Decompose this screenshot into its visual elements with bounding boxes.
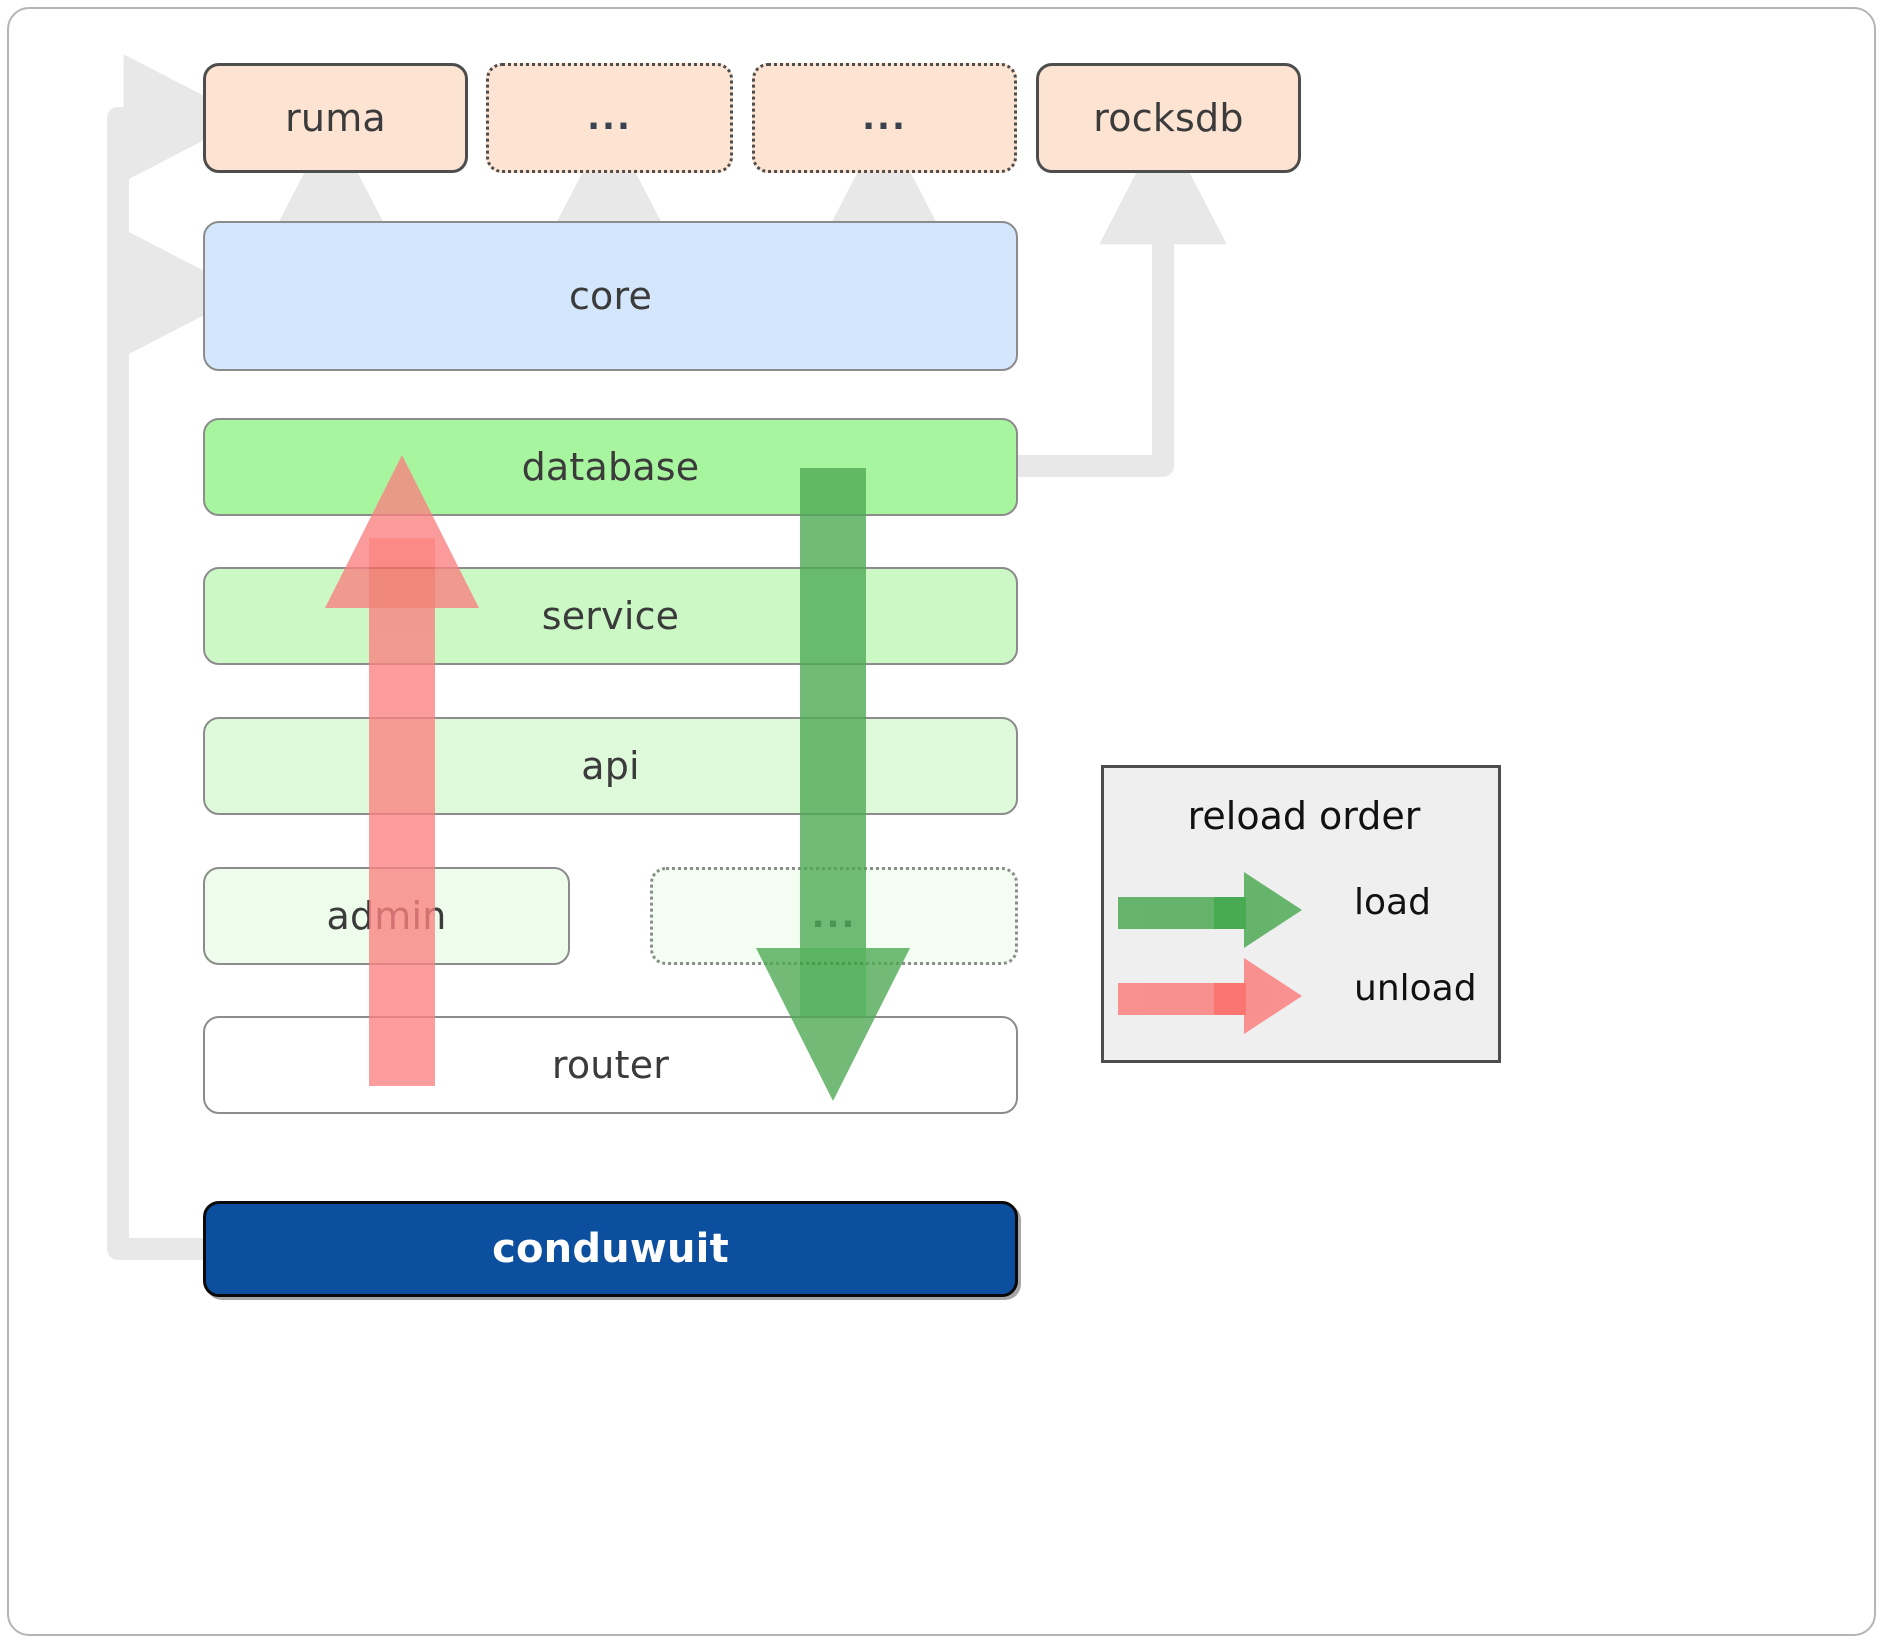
layer-label-api: api: [581, 744, 640, 788]
legend-item-unload: unload: [1104, 958, 1504, 1034]
layer-label-service: service: [541, 594, 680, 638]
crate-box-more-1[interactable]: ...: [486, 63, 733, 173]
layer-box-router[interactable]: router: [203, 1016, 1018, 1114]
binary-label-conduwuit: conduwuit: [492, 1226, 729, 1272]
legend-label-load: load: [1354, 882, 1431, 923]
crate-label-ruma: ruma: [285, 96, 386, 140]
layer-label-database: database: [521, 445, 700, 489]
legend-panel: reload order load unload: [1101, 765, 1501, 1063]
load-arrow: [756, 468, 910, 1101]
crate-label-more-1: ...: [587, 98, 632, 138]
unload-arrow: [325, 455, 479, 1086]
unload-arrow-icon: [1118, 958, 1302, 1034]
crate-box-ruma[interactable]: ruma: [203, 63, 468, 173]
crate-label-more-2: ...: [862, 98, 907, 138]
legend-label-unload: unload: [1354, 968, 1477, 1009]
layer-box-core[interactable]: core: [203, 221, 1018, 371]
binary-box-conduwuit[interactable]: conduwuit: [203, 1201, 1018, 1297]
layer-box-database[interactable]: database: [203, 418, 1018, 516]
layer-label-router: router: [551, 1043, 670, 1087]
connector-database-to-rocksdb: [1018, 121, 1227, 477]
crate-label-rocksdb: rocksdb: [1093, 96, 1244, 140]
connector-conduwuit-to-ruma: [107, 54, 247, 1260]
layer-box-api[interactable]: api: [203, 717, 1018, 815]
crate-box-rocksdb[interactable]: rocksdb: [1036, 63, 1301, 173]
legend-item-load: load: [1104, 872, 1504, 948]
legend-title: reload order: [1187, 794, 1421, 838]
crate-box-more-2[interactable]: ...: [752, 63, 1017, 173]
load-arrow-icon: [1118, 872, 1302, 948]
layer-label-core: core: [568, 274, 653, 318]
